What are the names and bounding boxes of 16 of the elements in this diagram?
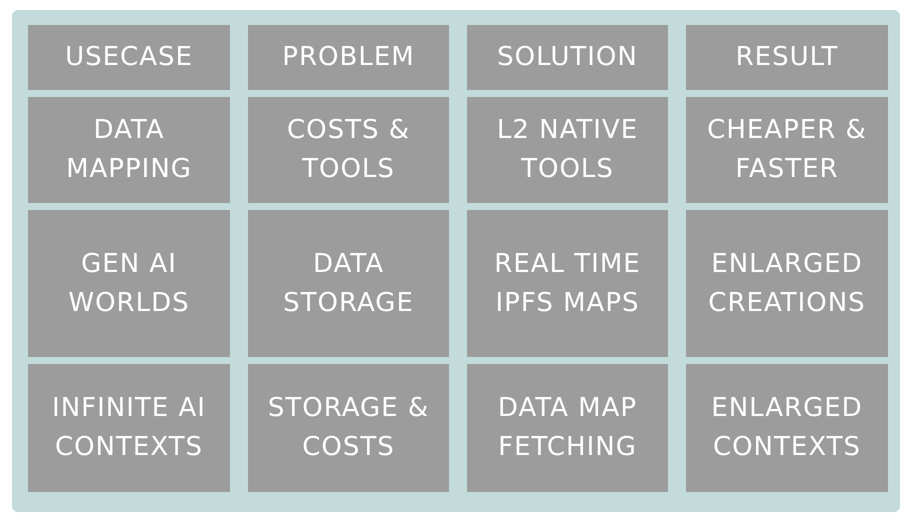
table-cell: DATA MAPPING: [28, 97, 230, 203]
table-cell: ENLARGED CREATIONS: [686, 210, 888, 357]
table-cell: INFINITE AI CONTEXTS: [28, 364, 230, 492]
header-cell: PROBLEM: [248, 25, 449, 90]
table-cell: GEN AI WORLDS: [28, 210, 230, 357]
table-cell: DATA STORAGE: [248, 210, 449, 357]
table-cell: CHEAPER & FASTER: [686, 97, 888, 203]
header-cell: RESULT: [686, 25, 888, 90]
header-cell: SOLUTION: [467, 25, 668, 90]
header-cell: USECASE: [28, 25, 230, 90]
table-cell: DATA MAP FETCHING: [467, 364, 668, 492]
table-cell: L2 NATIVE TOOLS: [467, 97, 668, 203]
table-cell: ENLARGED CONTEXTS: [686, 364, 888, 492]
table-cell: COSTS & TOOLS: [248, 97, 449, 203]
table-cell: STORAGE & COSTS: [248, 364, 449, 492]
table-cell: REAL TIME IPFS MAPS: [467, 210, 668, 357]
